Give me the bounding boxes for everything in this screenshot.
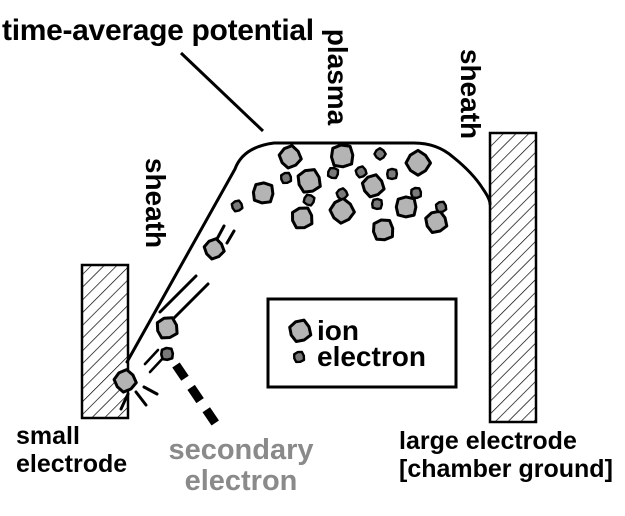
ion-particle: [372, 218, 395, 242]
small-electrode-label: small electrode: [16, 422, 127, 478]
ion-particle: [277, 144, 303, 170]
small-electrode-label-line1: small: [16, 422, 80, 450]
electron-particle: [302, 193, 316, 207]
electron-particle: [335, 187, 349, 201]
electron-particle: [326, 166, 340, 180]
title-label: time-average potential: [2, 14, 314, 47]
secondary-electron-label-line2: electron: [184, 465, 298, 497]
plasma-label: plasma: [322, 28, 353, 126]
ion-particle: [291, 206, 314, 230]
ion-particle: [360, 173, 386, 199]
electron-particle: [354, 165, 368, 179]
large-electrode: [488, 131, 538, 424]
electron-particle: [434, 200, 448, 214]
ion-particle: [330, 143, 355, 169]
small-electrode-label-line2: electrode: [16, 450, 128, 478]
ion-particle: [112, 368, 138, 394]
secondary-electron-label: secondary electron: [168, 435, 313, 497]
title-pointer-line: [179, 51, 265, 133]
large-electrode-label-line1: large electrode: [399, 427, 577, 455]
legend-electron-label: electron: [317, 341, 426, 372]
electron-particle: [371, 197, 384, 211]
ion-impact-lines: [119, 385, 159, 411]
legend-ion-icon: [288, 318, 313, 343]
ion-particle: [394, 195, 418, 219]
legend-box: [266, 297, 458, 389]
ion-particle: [251, 181, 275, 205]
legend-electron-icon: [293, 350, 306, 364]
secondary-electron-callout-line: [172, 362, 224, 433]
ion-particle: [424, 209, 449, 234]
ion-motion-lines: [158, 224, 236, 320]
electron-particle: [280, 171, 293, 185]
electron-particle: [230, 199, 244, 213]
electron-particle: [373, 146, 387, 161]
potential-curve: [125, 141, 492, 364]
ion-particle: [296, 168, 322, 194]
large-electrode-label-line2: [chamber ground]: [399, 455, 613, 483]
large-electrode-label: large electrode [chamber ground]: [399, 427, 613, 483]
small-electrode: [80, 263, 130, 420]
ion-particle: [202, 237, 226, 261]
secondary-electron-label-line1: secondary: [168, 434, 314, 466]
ion-particle: [404, 148, 432, 177]
sheath-right-label: sheath: [455, 48, 486, 140]
legend-ion-label: ion: [317, 315, 359, 346]
electron-particle: [410, 186, 423, 200]
secondary-electron-particle: [160, 346, 175, 362]
sheath-left-label: sheath: [140, 157, 171, 249]
ion-particle: [328, 196, 356, 225]
ion-particle: [155, 316, 179, 340]
electron-particle: [386, 167, 399, 181]
